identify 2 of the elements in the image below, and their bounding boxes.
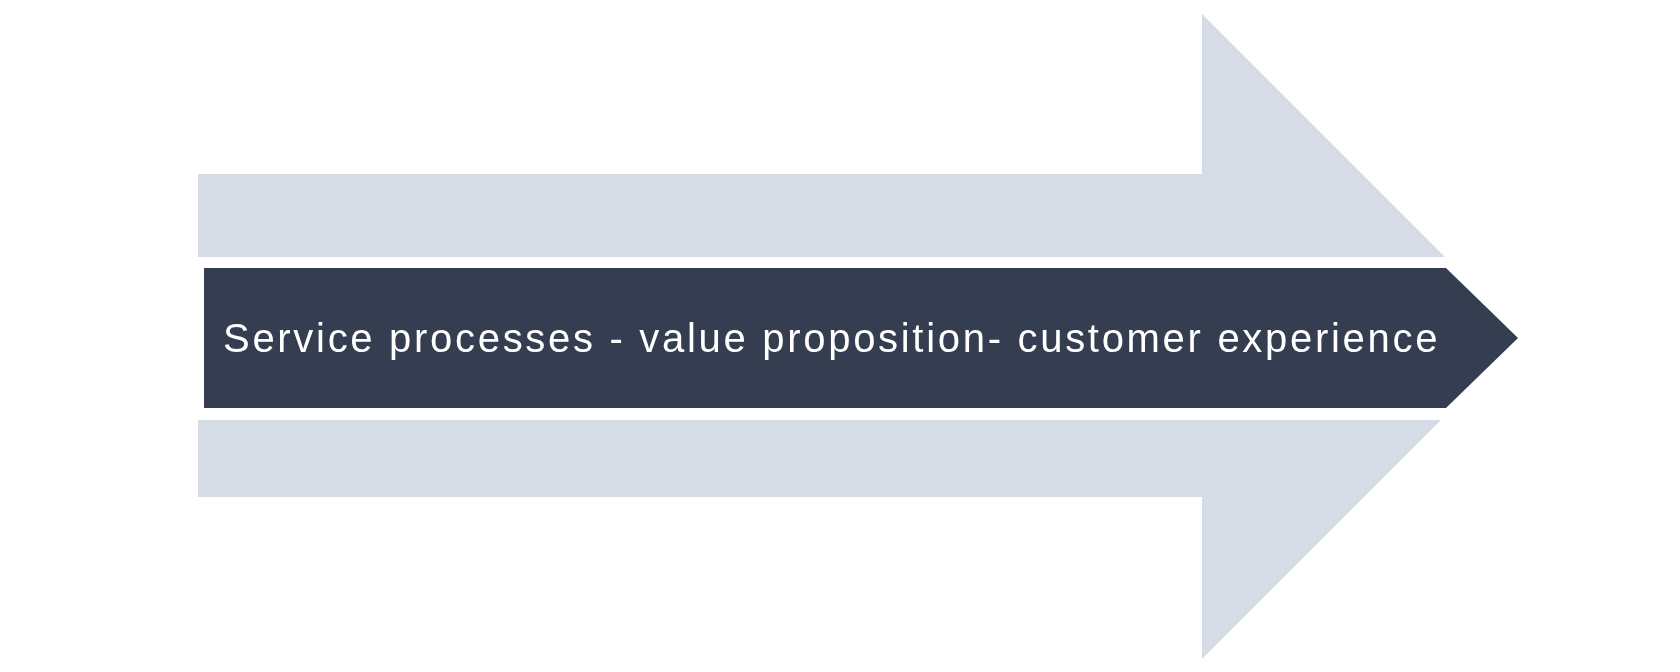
arrow-banner — [204, 268, 1518, 408]
banner-text: Service processes - value proposition- customer experience — [223, 315, 1441, 361]
